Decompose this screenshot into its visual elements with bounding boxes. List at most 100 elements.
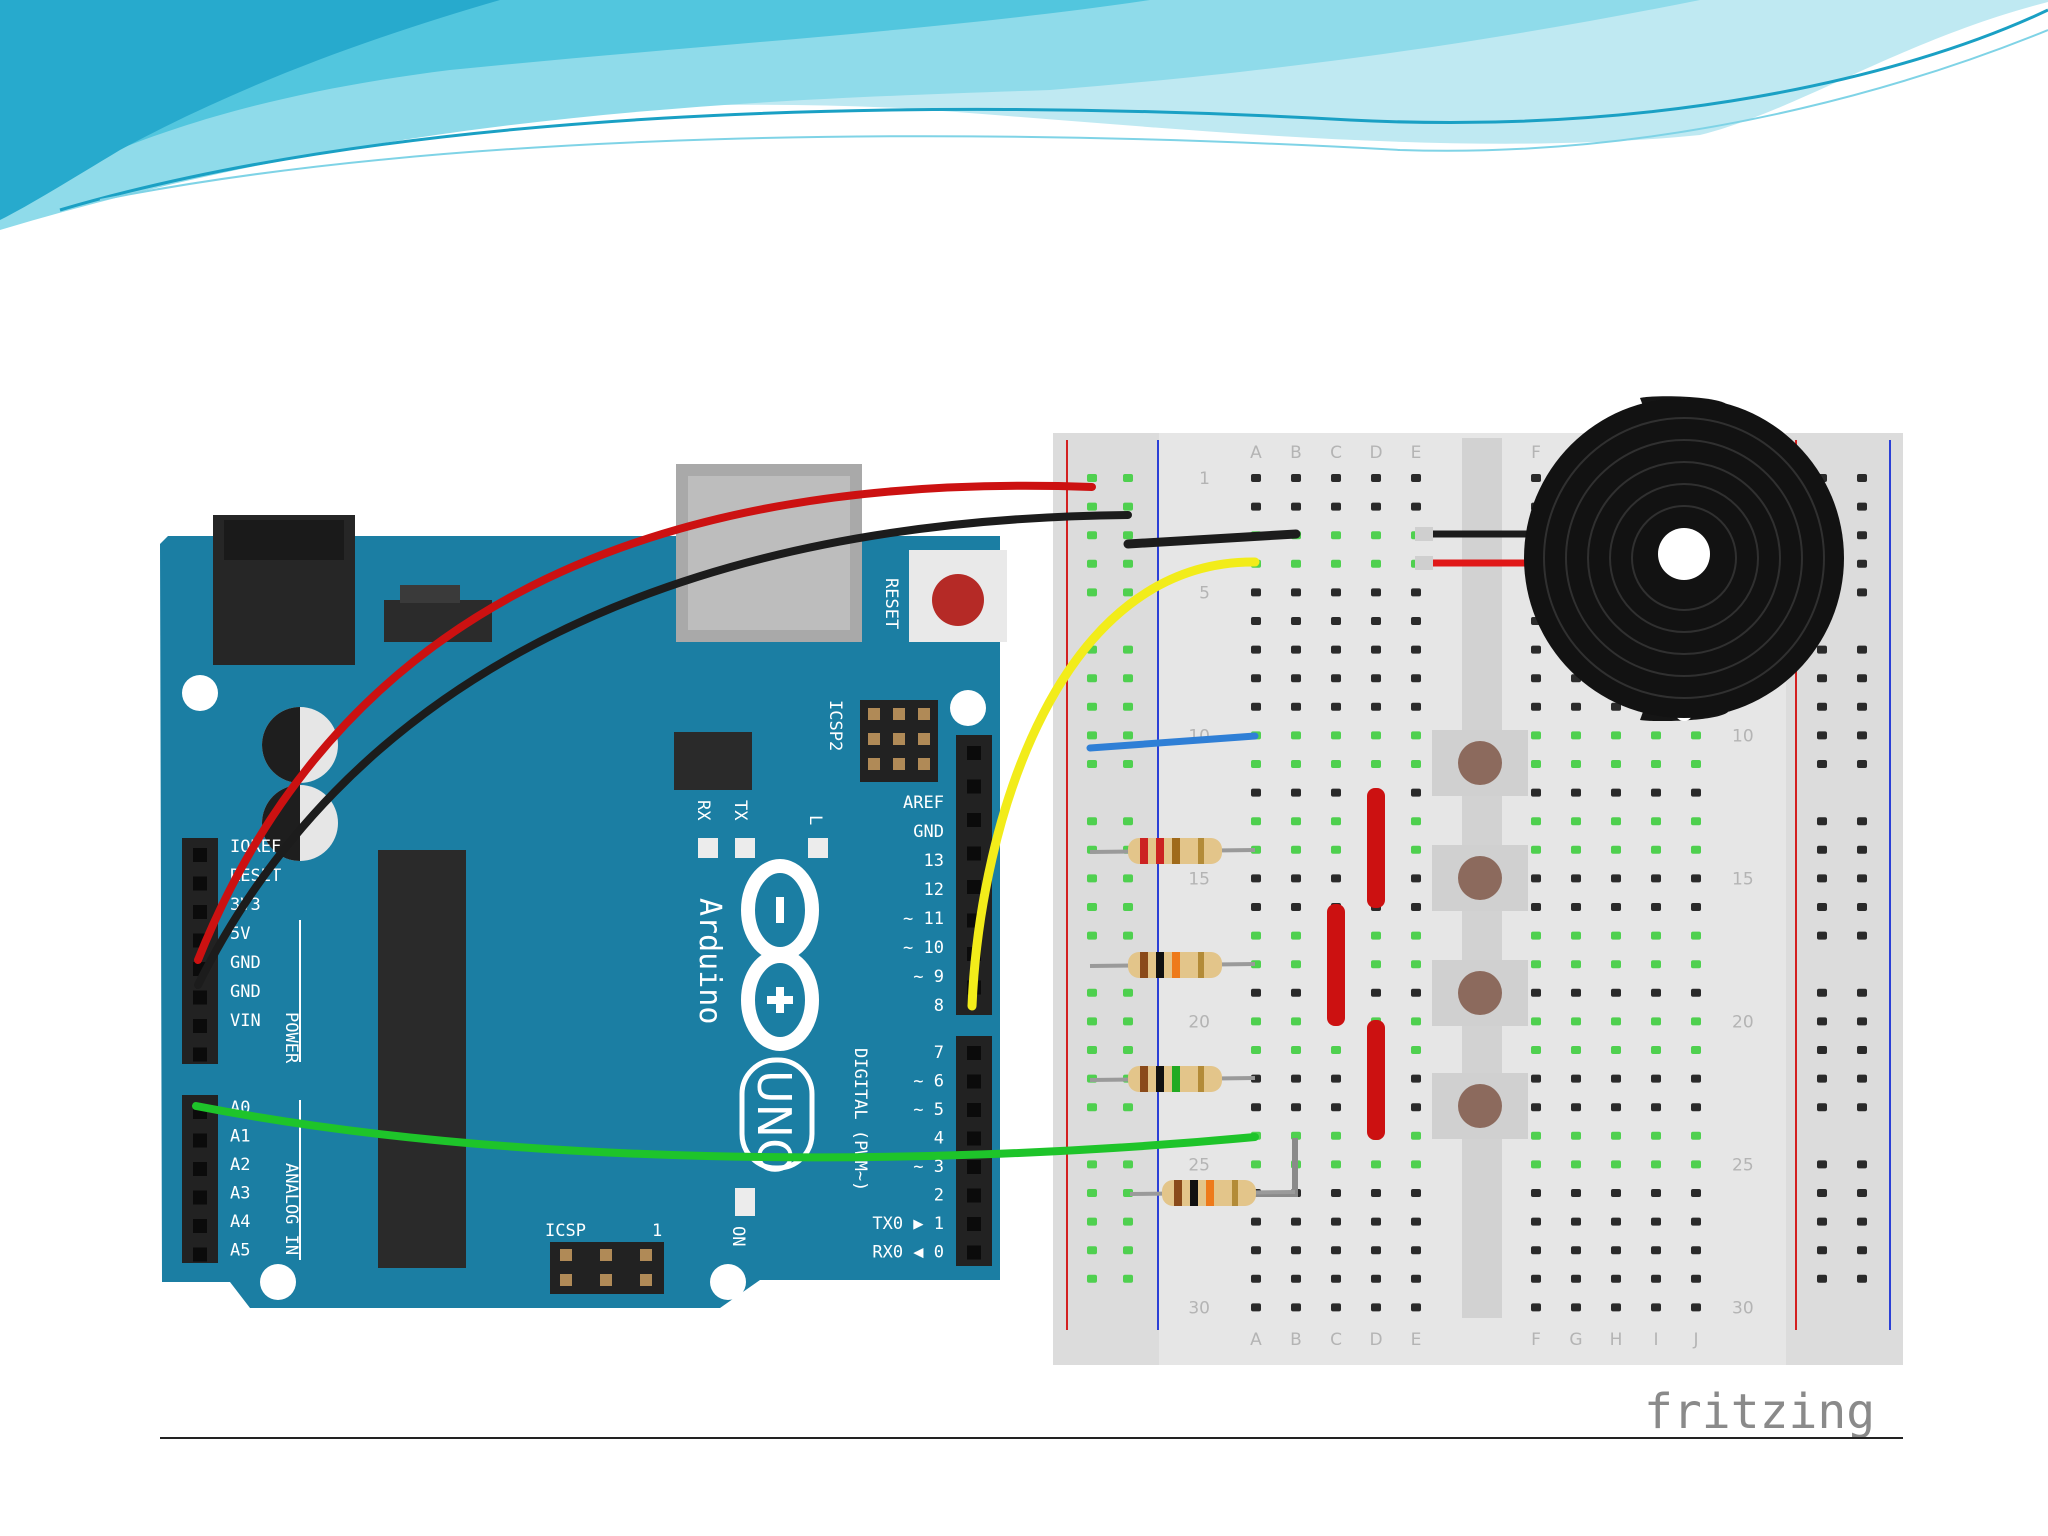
rail-hole: [1087, 903, 1097, 911]
row-label: 30: [1188, 1298, 1210, 1318]
rail-hole: [1087, 874, 1097, 883]
breadboard-hole: [1331, 502, 1341, 511]
breadboard-hole: [1531, 1103, 1541, 1112]
breadboard-hole: [1571, 1303, 1581, 1312]
column-label: F: [1531, 1330, 1541, 1350]
pin-label: GND: [230, 953, 261, 973]
breadboard-hole: [1531, 1131, 1541, 1140]
pin-label: ~ 3: [913, 1157, 944, 1177]
pin-slot: [967, 1074, 981, 1089]
breadboard-hole: [1331, 731, 1341, 740]
breadboard-hole: [1371, 1160, 1381, 1169]
rail-hole: [1087, 1046, 1097, 1054]
arduino-uno-board: RESET ICSP2 TX RX L Arduino UNO DIGITAL …: [160, 464, 1007, 1308]
breadboard-hole: [1411, 988, 1421, 997]
breadboard-hole: [1651, 1046, 1661, 1054]
breadboard-hole: [1291, 1131, 1301, 1140]
breadboard-hole: [1291, 1074, 1301, 1083]
breadboard-hole: [1371, 502, 1381, 511]
tx-led: [735, 838, 755, 858]
breadboard-hole: [1411, 1046, 1421, 1054]
breadboard-hole: [1291, 474, 1301, 482]
rail-hole: [1857, 988, 1867, 997]
row-label: 15: [1732, 869, 1754, 889]
breadboard-hole: [1531, 931, 1541, 940]
breadboard-hole: [1371, 588, 1381, 597]
rail-hole: [1857, 817, 1867, 826]
breadboard-hole: [1251, 931, 1261, 940]
pushbutton[interactable]: [1432, 1073, 1528, 1139]
breadboard-hole: [1531, 474, 1541, 482]
column-label: D: [1369, 1330, 1382, 1350]
column-label: A: [1250, 1330, 1262, 1350]
breadboard-hole: [1571, 988, 1581, 997]
breadboard-hole: [1251, 817, 1261, 826]
breadboard-hole: [1291, 760, 1301, 768]
row-label: 20: [1732, 1012, 1754, 1032]
breadboard-hole: [1571, 960, 1581, 969]
mounting-hole: [182, 675, 218, 711]
breadboard-hole: [1611, 960, 1621, 969]
breadboard-hole: [1691, 788, 1701, 797]
breadboard-hole: [1251, 588, 1261, 597]
rail-hole: [1123, 1103, 1133, 1112]
breadboard-hole: [1611, 1103, 1621, 1112]
rail-hole: [1123, 531, 1133, 540]
rail-hole: [1817, 1189, 1827, 1197]
pin-label: 5V: [230, 924, 250, 944]
green-wire-a0: [192, 1102, 1259, 1162]
rail-hole: [1087, 817, 1097, 826]
breadboard-hole: [1411, 588, 1421, 597]
breadboard-hole: [1651, 1160, 1661, 1169]
breadboard-hole: [1251, 502, 1261, 511]
column-label: J: [1692, 1330, 1698, 1350]
breadboard-hole: [1371, 474, 1381, 482]
pin-label: A2: [230, 1155, 250, 1175]
breadboard-hole: [1531, 1303, 1541, 1312]
breadboard-hole: [1691, 960, 1701, 969]
breadboard-hole: [1531, 1017, 1541, 1026]
breadboard-hole: [1411, 1303, 1421, 1312]
breadboard-hole: [1651, 931, 1661, 940]
mounting-hole: [950, 690, 986, 726]
pushbutton[interactable]: [1432, 845, 1528, 911]
breadboard-hole: [1531, 874, 1541, 883]
usb-chip: [674, 732, 752, 790]
rail-hole: [1123, 559, 1133, 568]
breadboard-hole: [1251, 988, 1261, 997]
breadboard-hole: [1251, 874, 1261, 883]
breadboard-hole: [1571, 702, 1581, 711]
breadboard-hole: [1691, 817, 1701, 826]
pin-slot: [967, 880, 981, 894]
breadboard-hole: [1691, 1074, 1701, 1083]
breadboard-hole: [1331, 1189, 1341, 1197]
breadboard-hole: [1331, 1103, 1341, 1112]
pushbutton[interactable]: [1432, 730, 1528, 796]
breadboard-hole: [1531, 960, 1541, 969]
icsp-pin1-label: 1: [652, 1221, 662, 1241]
breadboard-hole: [1651, 1131, 1661, 1140]
pin-slot: [193, 1190, 207, 1205]
pin-label: 7: [934, 1043, 944, 1063]
rail-hole: [1123, 1217, 1133, 1226]
rx-label: RX: [693, 800, 713, 821]
rail-hole: [1857, 1103, 1867, 1112]
red-jumper: [1367, 788, 1385, 908]
pushbutton[interactable]: [1432, 960, 1528, 1026]
rail-hole: [1087, 474, 1097, 482]
breadboard-hole: [1691, 903, 1701, 911]
breadboard-hole: [1691, 760, 1701, 768]
rail-hole: [1817, 760, 1827, 768]
rail-hole: [1817, 1103, 1827, 1112]
breadboard-hole: [1531, 817, 1541, 826]
rail-hole: [1817, 645, 1827, 654]
column-label: B: [1290, 443, 1302, 463]
breadboard-hole: [1611, 1017, 1621, 1026]
breadboard-hole: [1611, 1274, 1621, 1283]
rail-hole: [1857, 1160, 1867, 1169]
breadboard-hole: [1331, 845, 1341, 854]
breadboard-hole: [1331, 1160, 1341, 1169]
breadboard-hole: [1691, 874, 1701, 883]
rail-hole: [1123, 1017, 1133, 1026]
breadboard-hole: [1571, 817, 1581, 826]
